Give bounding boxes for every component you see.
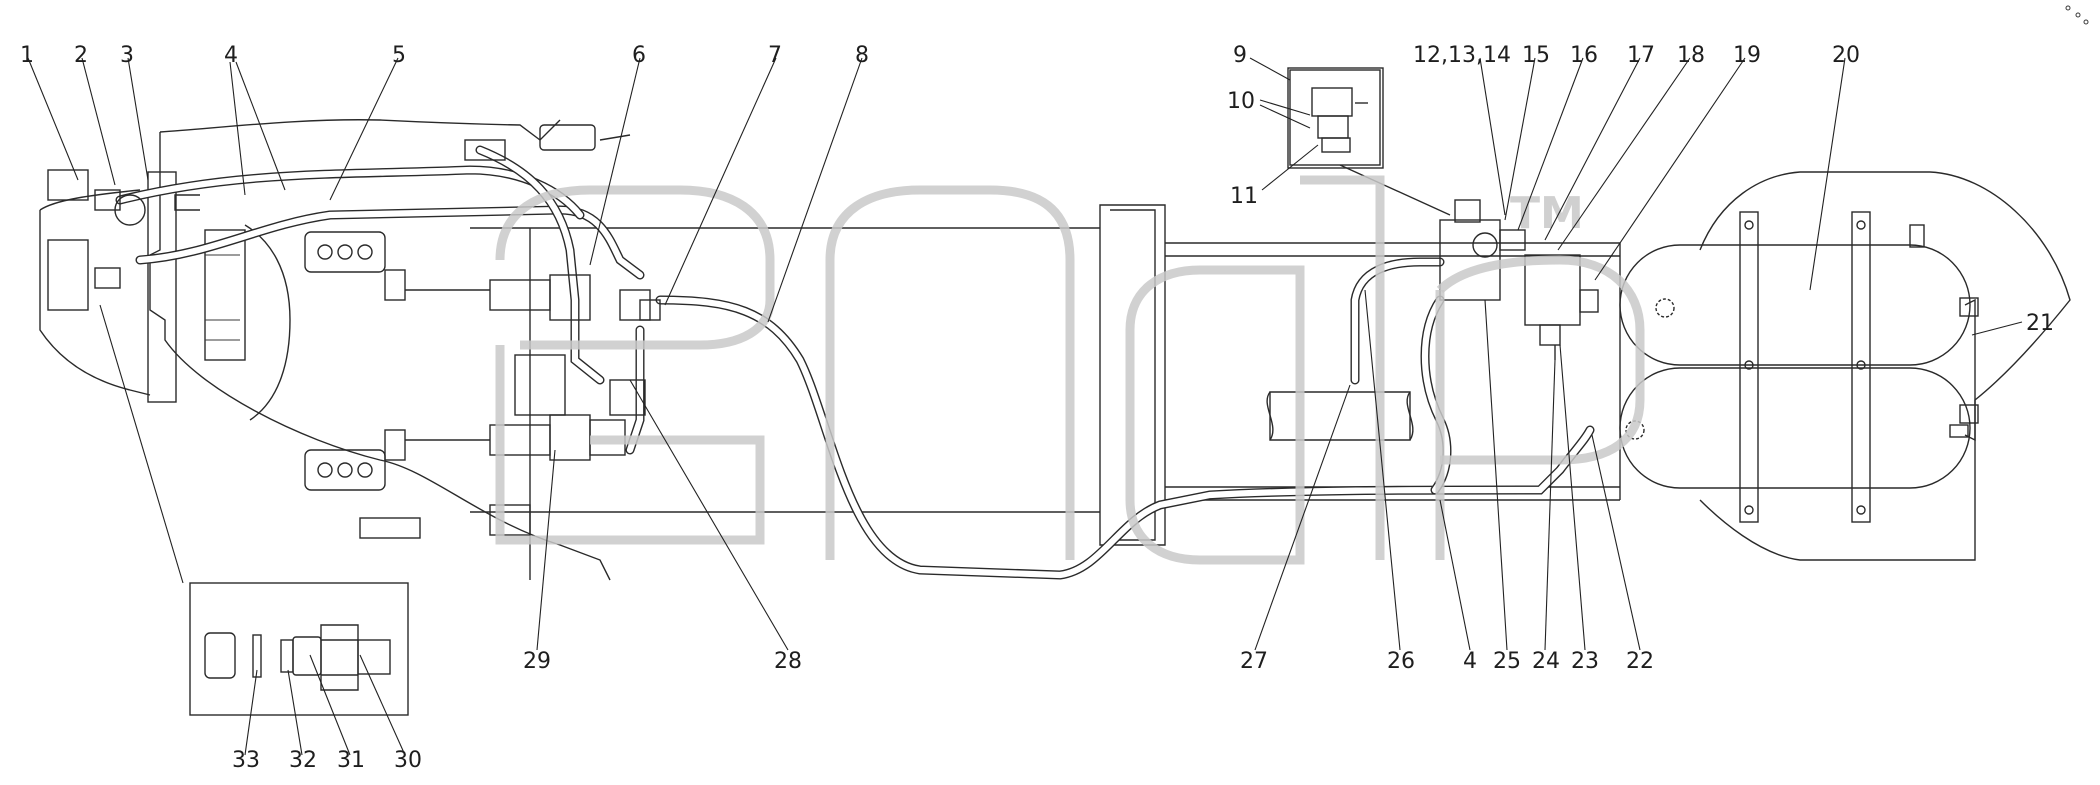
callout-23: 23 [1571,649,1599,674]
callout-9: 9 [1233,43,1247,68]
callout-32: 32 [289,748,317,773]
callout-26: 26 [1387,649,1415,674]
watermark-tm: TM [1510,188,1584,239]
callout-2: 2 [74,43,88,68]
callout-8: 8 [855,43,869,68]
callout-18: 18 [1677,43,1705,68]
callout-7: 7 [768,43,782,68]
watermark: TM [495,175,1645,565]
components-right [1289,69,1599,360]
callout-33: 33 [232,748,260,773]
callout-31: 31 [337,748,365,773]
callout-16: 16 [1570,43,1598,68]
callout-6: 6 [632,43,646,68]
callout-labels: 1 2 3 4 5 6 7 8 9 10 11 12,13,14 15 16 1… [20,43,2054,773]
callout-19: 19 [1733,43,1761,68]
corner-mark [2065,5,2089,25]
callout-12-13-14: 12,13,14 [1413,43,1511,68]
callout-28: 28 [774,649,802,674]
callout-1: 1 [20,43,34,68]
callout-24: 24 [1532,649,1560,674]
components-left [47,124,661,539]
callout-17: 17 [1627,43,1655,68]
air-pipes [115,145,1595,580]
detail-inset [189,582,409,716]
callout-4-bottom: 4 [1463,649,1477,674]
callout-10: 10 [1227,89,1255,114]
callout-29: 29 [523,649,551,674]
callout-20: 20 [1832,43,1860,68]
callout-30: 30 [394,748,422,773]
callout-22: 22 [1626,649,1654,674]
inset-box-9-11 [1287,67,1384,169]
callout-3: 3 [120,43,134,68]
air-receivers [1619,171,2071,561]
callout-27: 27 [1240,649,1268,674]
callout-15: 15 [1522,43,1550,68]
callout-21: 21 [2026,311,2054,336]
callout-4-top: 4 [224,43,238,68]
leader-lines [27,57,2023,756]
callout-5: 5 [392,43,406,68]
callout-11: 11 [1230,184,1258,209]
callout-25: 25 [1493,649,1521,674]
rear-frame-outline [39,119,611,581]
